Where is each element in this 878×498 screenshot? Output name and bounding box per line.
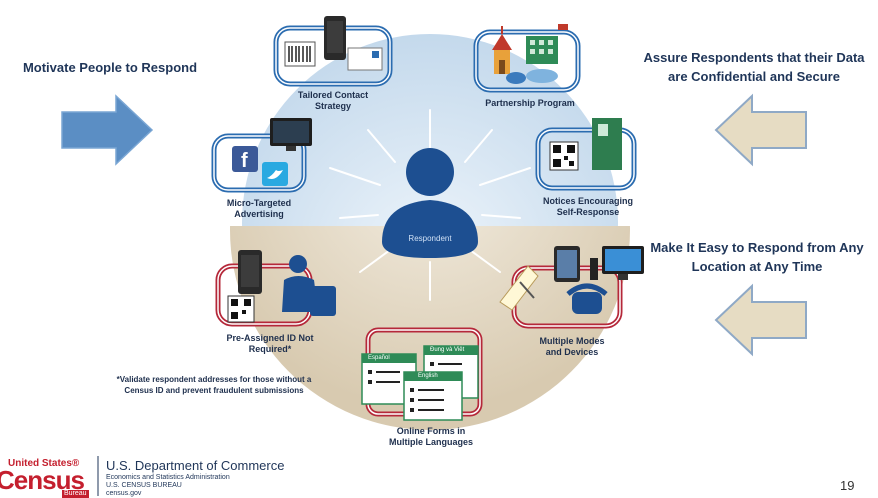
tab-vietnamese: Ðung và Viêt: [430, 347, 465, 353]
svg-text:f: f: [241, 150, 248, 172]
form-english: [403, 371, 463, 421]
micro-targeted-node: f: [211, 118, 312, 193]
footer-line3: census.gov: [106, 490, 142, 497]
footer-line1: Economics and Statistics Administration: [106, 474, 230, 481]
arrow-right-blue: [61, 94, 154, 166]
multiple-modes-node: [499, 246, 644, 329]
left-heading: Motivate People to Respond: [22, 60, 198, 75]
logo-sub: Bureau: [62, 490, 89, 498]
label-partnership: Partnership Program: [485, 98, 575, 108]
online-forms-node: [361, 327, 483, 421]
rays: [329, 109, 531, 301]
right-mid-heading: Make It Easy to Respond from Any Locatio…: [650, 240, 864, 274]
partnership-node: [473, 24, 581, 93]
label-notices: Notices Encouraging Self-Response: [542, 196, 633, 217]
center-respondent-label: Respondent: [408, 234, 452, 243]
footer-sub: Economics and Statistics Administration …: [106, 474, 230, 498]
preassigned-node: [215, 250, 336, 327]
arrow-left-bottom: [714, 283, 807, 357]
logo-main: Census: [0, 465, 85, 495]
tab-english: English: [418, 373, 438, 379]
label-preassigned: Pre-Assigned ID Not Required*: [226, 333, 314, 354]
footnote: *Validate respondent addresses for those…: [116, 375, 312, 395]
respondent-icon: [382, 148, 478, 258]
notices-node: [535, 118, 637, 191]
right-top-heading: Assure Respondents that their Data are C…: [643, 50, 865, 84]
label-online: Online Forms in Multiple Languages: [388, 426, 473, 447]
logo-top: United States®: [8, 458, 80, 469]
label-tailored: Tailored Contact Strategy: [297, 90, 369, 111]
footer-line2: U.S. CENSUS BUREAU: [106, 482, 182, 489]
tab-espanol: Español: [368, 355, 390, 361]
label-modes: Multiple Modes and Devices: [539, 336, 605, 357]
label-micro: Micro-Targeted Advertising: [226, 198, 292, 219]
page-number: 19: [840, 478, 855, 493]
tailored-contact-node: [273, 16, 393, 87]
arrow-left-top: [714, 93, 807, 167]
footer-department: U.S. Department of Commerce: [106, 458, 285, 473]
